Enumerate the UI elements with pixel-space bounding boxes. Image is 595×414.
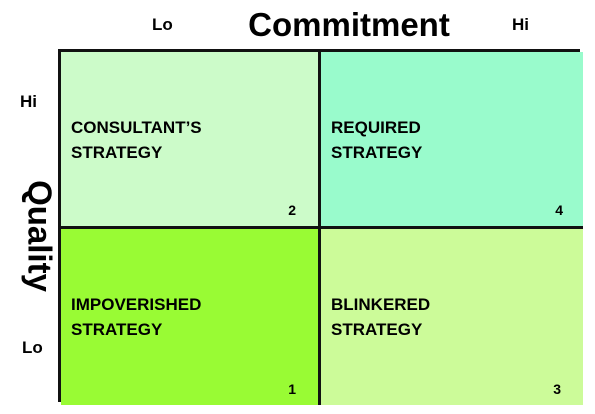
y-axis-low-label: Lo	[22, 338, 43, 357]
quadrant-label: CONSULTANT’S STRATEGY	[71, 115, 202, 165]
quadrant-label-line2: STRATEGY	[71, 143, 163, 162]
quadrant-impoverished-strategy: IMPOVERISHED STRATEGY 1	[61, 229, 321, 405]
quadrant-blinkered-strategy: BLINKERED STRATEGY 3	[321, 229, 583, 405]
quadrant-label-line2: STRATEGY	[331, 143, 423, 162]
x-axis-title: Commitment	[248, 6, 450, 43]
quadrant-consultants-strategy: CONSULTANT’S STRATEGY 2	[61, 52, 321, 229]
strategy-matrix: CONSULTANT’S STRATEGY 2 REQUIRED STRATEG…	[58, 49, 583, 405]
quadrant-label-line1: CONSULTANT’S	[71, 118, 202, 137]
quadrant-number: 1	[288, 381, 296, 397]
y-axis-high-label: Hi	[20, 92, 37, 111]
quadrant-number: 2	[288, 202, 296, 218]
x-axis-low-label: Lo	[152, 15, 173, 34]
quadrant-label-line1: IMPOVERISHED	[71, 295, 202, 314]
y-axis-title: Quality	[21, 180, 59, 292]
x-axis-high-label: Hi	[512, 15, 529, 34]
quadrant-label: IMPOVERISHED STRATEGY	[71, 292, 201, 342]
quadrant-number: 4	[555, 202, 563, 218]
quadrant-label: REQUIRED STRATEGY	[331, 115, 422, 165]
quadrant-label-line2: STRATEGY	[331, 320, 423, 339]
quadrant-label-line2: STRATEGY	[71, 320, 163, 339]
quadrant-label-line1: REQUIRED	[331, 118, 421, 137]
quadrant-label: BLINKERED STRATEGY	[331, 292, 430, 342]
quadrant-label-line1: BLINKERED	[331, 295, 431, 314]
quadrant-number: 3	[553, 381, 561, 397]
quadrant-required-strategy: REQUIRED STRATEGY 4	[321, 52, 583, 229]
